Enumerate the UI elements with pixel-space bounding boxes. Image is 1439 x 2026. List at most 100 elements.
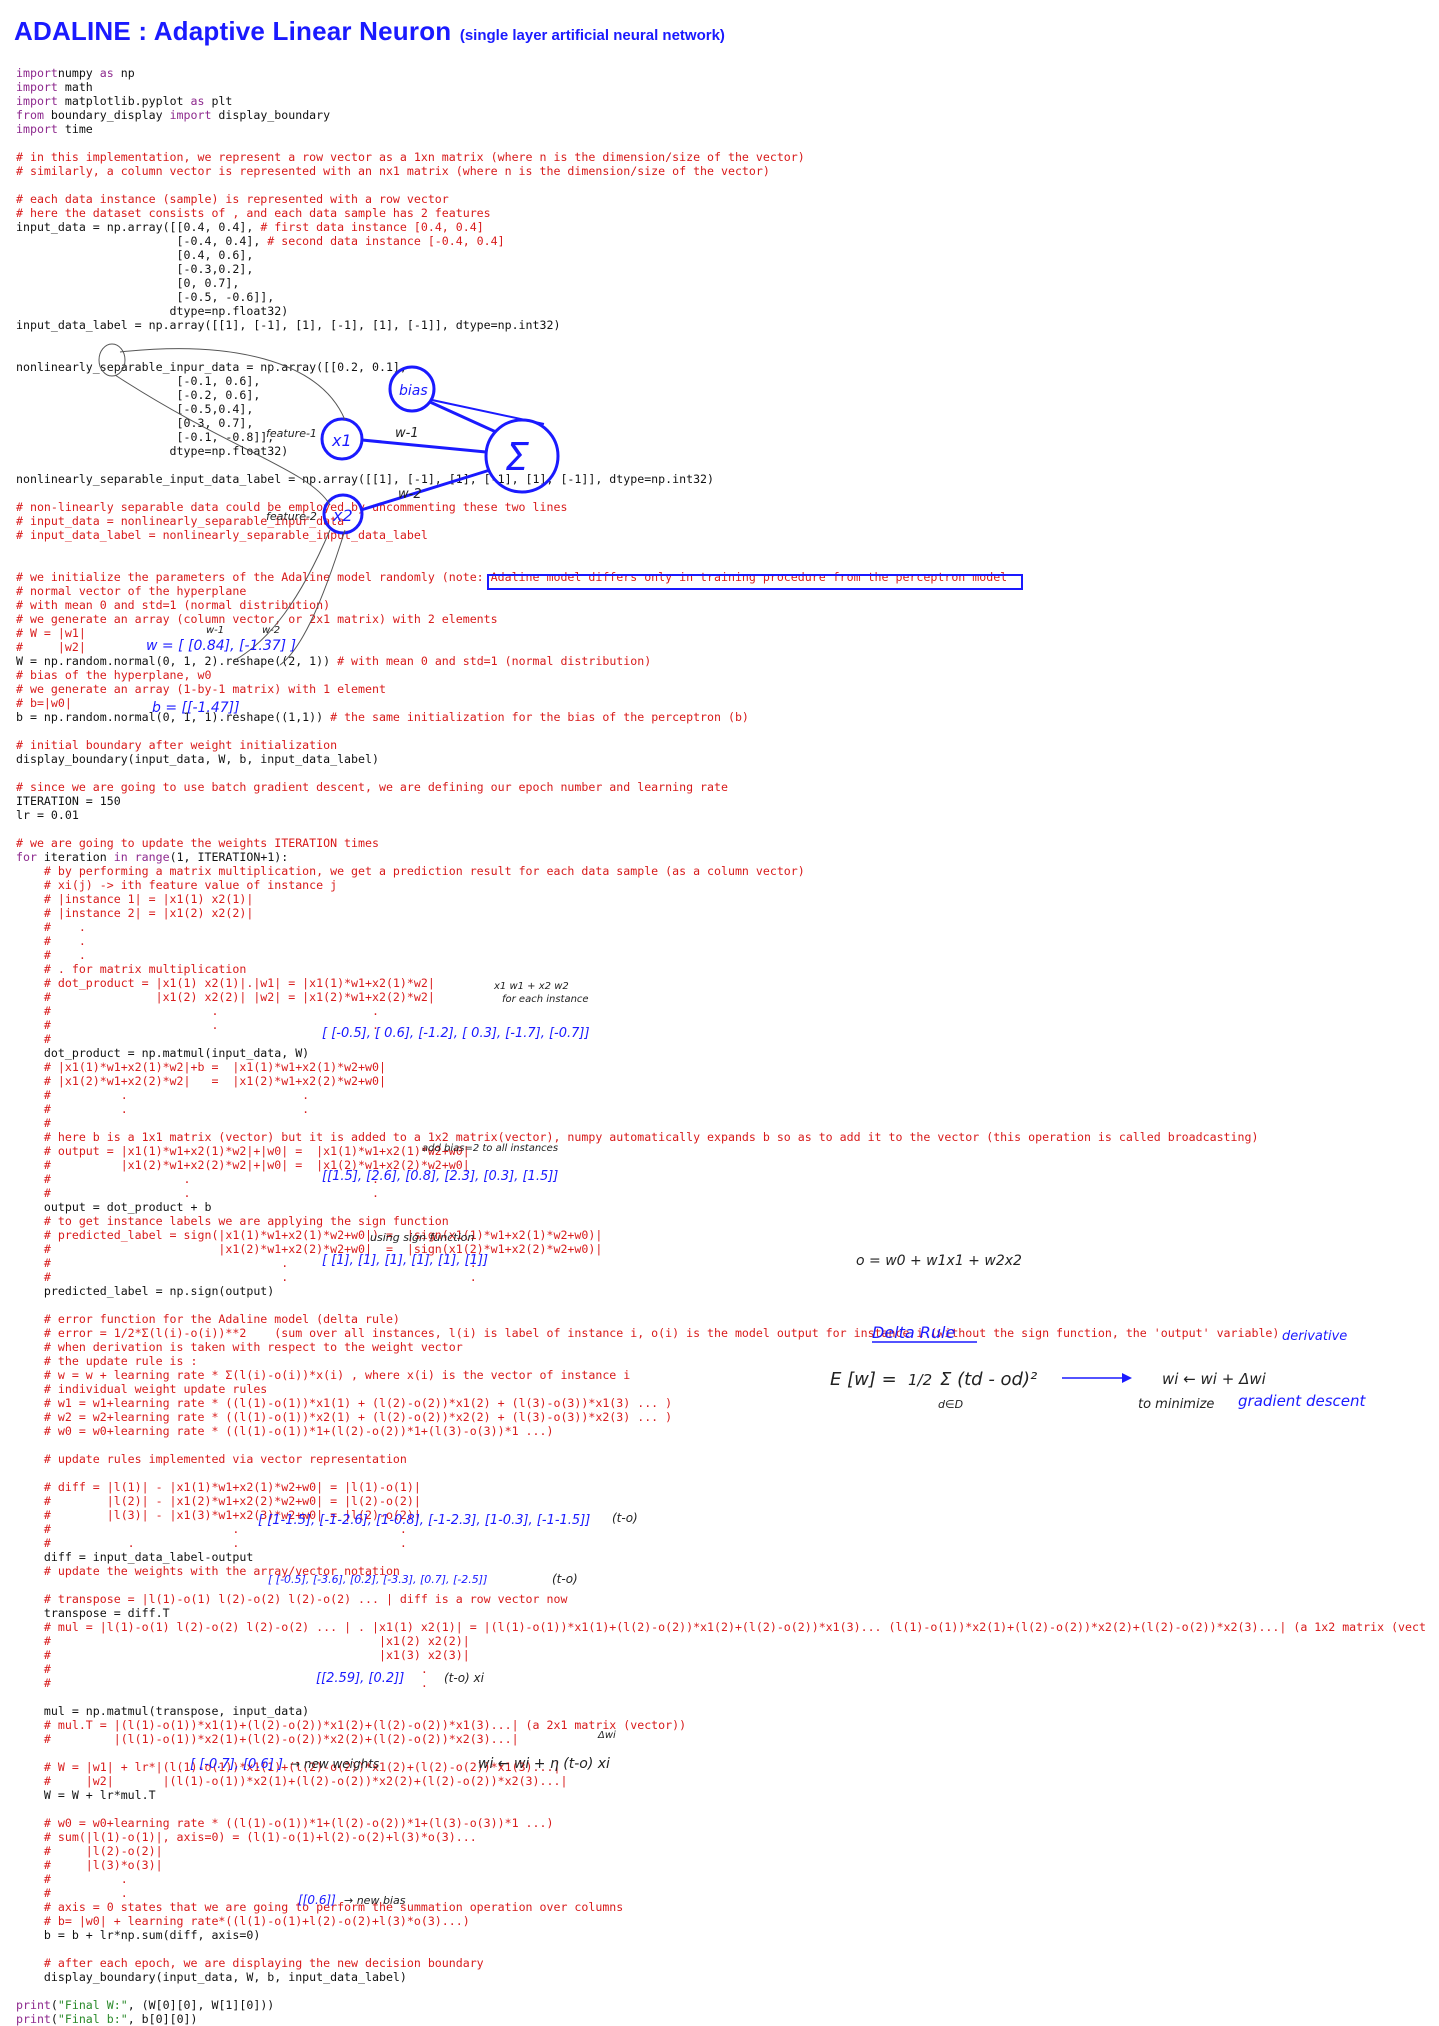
code-line: # . for matrix multiplication <box>16 962 1426 976</box>
code-keyword: import <box>16 80 58 94</box>
code-keyword: range <box>134 850 170 864</box>
code-line: # . <box>16 948 1426 962</box>
code-text: [-0.2, 0.6], <box>16 388 261 402</box>
diff-values: [ [1-1.5], [-1-2.6], [1-0.8], [-1-2.3], … <box>258 1513 590 1528</box>
code-line: # after each epoch, we are displaying th… <box>16 1956 1426 1970</box>
code-line: # diff = |l(1)| - |x1(1)*w1+x2(1)*w2+w0|… <box>16 1480 1426 1494</box>
code-text: display_boundary <box>211 108 331 122</box>
output-values: [[1.5], [2.6], [0.8], [2.3], [0.3], [1.5… <box>322 1169 558 1184</box>
code-comment: # with mean 0 and std=1 (normal distribu… <box>337 654 652 668</box>
code-line: # since we are going to use batch gradie… <box>16 780 1426 794</box>
code-line: import matplotlib.pyplot as plt <box>16 94 1426 108</box>
code-comment: # when derivation is taken with respect … <box>43 1340 463 1354</box>
code-line: # . <box>16 1872 1426 1886</box>
code-line: # |x1(3) x2(3)| <box>16 1648 1426 1662</box>
code-comment: # . . <box>43 1018 379 1032</box>
code-line: # |l(3)*o(3)| <box>16 1858 1426 1872</box>
code-line: # |l(2)| - |x1(2)*w1+x2(2)*w2+w0| = |l(2… <box>16 1494 1426 1508</box>
bias-edge <box>429 400 497 434</box>
code-line: # we are going to update the weights ITE… <box>16 836 1426 850</box>
code-line: # |l(3)| - |x1(3)*w1+x2(3)*w2+w0| = |l(2… <box>16 1508 1426 1522</box>
code-line: # b=|w0| <box>16 696 1426 710</box>
code-comment: # |l(3)*o(3)| <box>43 1858 163 1872</box>
code-line: # . . <box>16 1088 1426 1102</box>
code-comment: # |instance 1| = |x1(1) x2(1)| <box>43 892 254 906</box>
title-sub: (single layer artificial neural network) <box>459 27 725 44</box>
feature2-label: feature-2 <box>266 510 317 523</box>
code-line: [-0.3,0.2], <box>16 262 1426 276</box>
code-comment: # |w2| <box>16 640 86 654</box>
new-weights-values: [ [-0.7], [0.6] ] <box>190 1757 283 1772</box>
bias-label: bias <box>399 383 428 399</box>
code-line: # mul = |l(1)-o(1) l(2)-o(2) l(2)-o(2) .… <box>16 1620 1426 1634</box>
code-line: # w0 = w0+learning rate * ((l(1)-o(1))*1… <box>16 1816 1426 1830</box>
code-keyword: from <box>16 108 44 122</box>
code-comment: # w0 = w0+learning rate * ((l(1)-o(1))*1… <box>43 1424 554 1438</box>
code-text: [0, 0.7], <box>16 276 240 290</box>
diff-note: (t-o) <box>612 1511 638 1525</box>
code-line: # |instance 1| = |x1(1) x2(1)| <box>16 892 1426 906</box>
code-line: # . <box>16 934 1426 948</box>
code-comment: # axis = 0 states that we are going to p… <box>43 1900 624 1914</box>
code-line: # xi(j) -> ith feature value of instance… <box>16 878 1426 892</box>
predicted-values: [ [1], [1], [1], [1], [1], [1]] <box>322 1253 488 1268</box>
code-text: matplotlib.pyplot <box>57 94 191 108</box>
w2-small: w-2 <box>262 625 280 636</box>
code-comment: # mul = |l(1)-o(1) l(2)-o(2) l(2)-o(2) .… <box>43 1620 1426 1634</box>
code-line: # |x1(2)*w1+x2(2)*w2+w0| = |sign(x1(2)*w… <box>16 1242 1426 1256</box>
o-formula: o = w0 + w1x1 + w2x2 <box>856 1253 1022 1269</box>
code-line: transpose = diff.T <box>16 1606 1426 1620</box>
delta-rule-title: Delta Rule <box>872 1323 955 1342</box>
code-comment: # the same initialization for the bias o… <box>330 710 749 724</box>
title-main: ADALINE : Adaptive Linear Neuron <box>14 16 452 46</box>
code-line: [-0.1, -0.8]], <box>16 430 1426 444</box>
code-line: dtype=np.float32) <box>16 304 1426 318</box>
code-comment: # here the dataset consists of , and eac… <box>16 206 491 220</box>
transpose-note: (t-o) <box>552 1572 578 1586</box>
code-comment: # normal vector of the hyperplane <box>16 584 247 598</box>
code-comment: # input_data_label = nonlinearly_separab… <box>16 528 428 542</box>
code-line: # with mean 0 and std=1 (normal distribu… <box>16 598 1426 612</box>
code-text: ( <box>50 2012 58 2026</box>
code-comment: # sum(|l(1)-o(1)|, axis=0) = (l(1)-o(1)+… <box>43 1830 477 1844</box>
w1-edge <box>361 438 487 454</box>
code-line: b = np.random.normal(0, 1, 1).reshape((1… <box>16 710 1426 724</box>
code-comment: # initial boundary after weight initiali… <box>16 738 338 752</box>
code-comment: # we initialize the parameters of the Ad… <box>16 570 1008 584</box>
pencil-curves <box>98 343 346 666</box>
dot-product-note-1: x1 w1 + x2 w2 <box>493 981 569 992</box>
code-comment: # in this implementation, we represent a… <box>16 150 805 164</box>
code-line: # . . <box>16 1004 1426 1018</box>
code-comment: # w = w + learning rate * Σ(l(i)-o(i))*x… <box>43 1368 631 1382</box>
neuron-diagram <box>320 365 560 535</box>
code-line: importnumpy as np <box>16 66 1426 80</box>
code-line: # W = |w1| + lr*|(l(1)-o(1))*x1(1)+(l(2)… <box>16 1760 1426 1774</box>
code-text: [-0.1, 0.6], <box>16 374 261 388</box>
code-comment: # bias of the hyperplane, w0 <box>16 668 212 682</box>
code-comment: # W = |w1| <box>16 626 86 640</box>
code-line: # mul.T = |(l(1)-o(1))*x1(1)+(l(2)-o(2))… <box>16 1718 1426 1732</box>
code-comment: # |x1(2) x2(2)| <box>43 1634 470 1648</box>
w1-edge-label: w-1 <box>395 426 419 441</box>
code-comment: # W = |w1| + lr*|(l(1)-o(1))*x1(1)+(l(2)… <box>43 1760 561 1774</box>
code-comment: # we generate an array (column vector, o… <box>16 612 498 626</box>
code-comment: # . . <box>43 1102 310 1116</box>
code-line: # non-linearly separable data could be e… <box>16 500 1426 514</box>
code-line: # |w2| |(l(1)-o(1))*x2(1)+(l(2)-o(2))*x2… <box>16 1774 1426 1788</box>
code-comment: # <box>43 1116 51 1130</box>
code-comment: # mul.T = |(l(1)-o(1))*x1(1)+(l(2)-o(2))… <box>43 1718 687 1732</box>
code-text: b = b + lr*np.sum(diff, axis=0) <box>16 1928 261 1942</box>
code-line: mul = np.matmul(transpose, input_data) <box>16 1704 1426 1718</box>
code-comment: # individual weight update rules <box>43 1382 268 1396</box>
code-text: time <box>57 122 93 136</box>
code-comment: # w1 = w1+learning rate * ((l(1)-o(1))*x… <box>43 1396 673 1410</box>
code-line: display_boundary(input_data, W, b, input… <box>16 1970 1426 1984</box>
code-comment: # . . <box>43 1522 407 1536</box>
new-weights-note: → new weights <box>290 1757 379 1771</box>
code-comment: # . . <box>43 1004 379 1018</box>
code-comment: # with mean 0 and std=1 (normal distribu… <box>16 598 331 612</box>
code-line: # . . <box>16 1018 1426 1032</box>
code-line: # when derivation is taken with respect … <box>16 1340 1426 1354</box>
code-text: math <box>57 80 93 94</box>
